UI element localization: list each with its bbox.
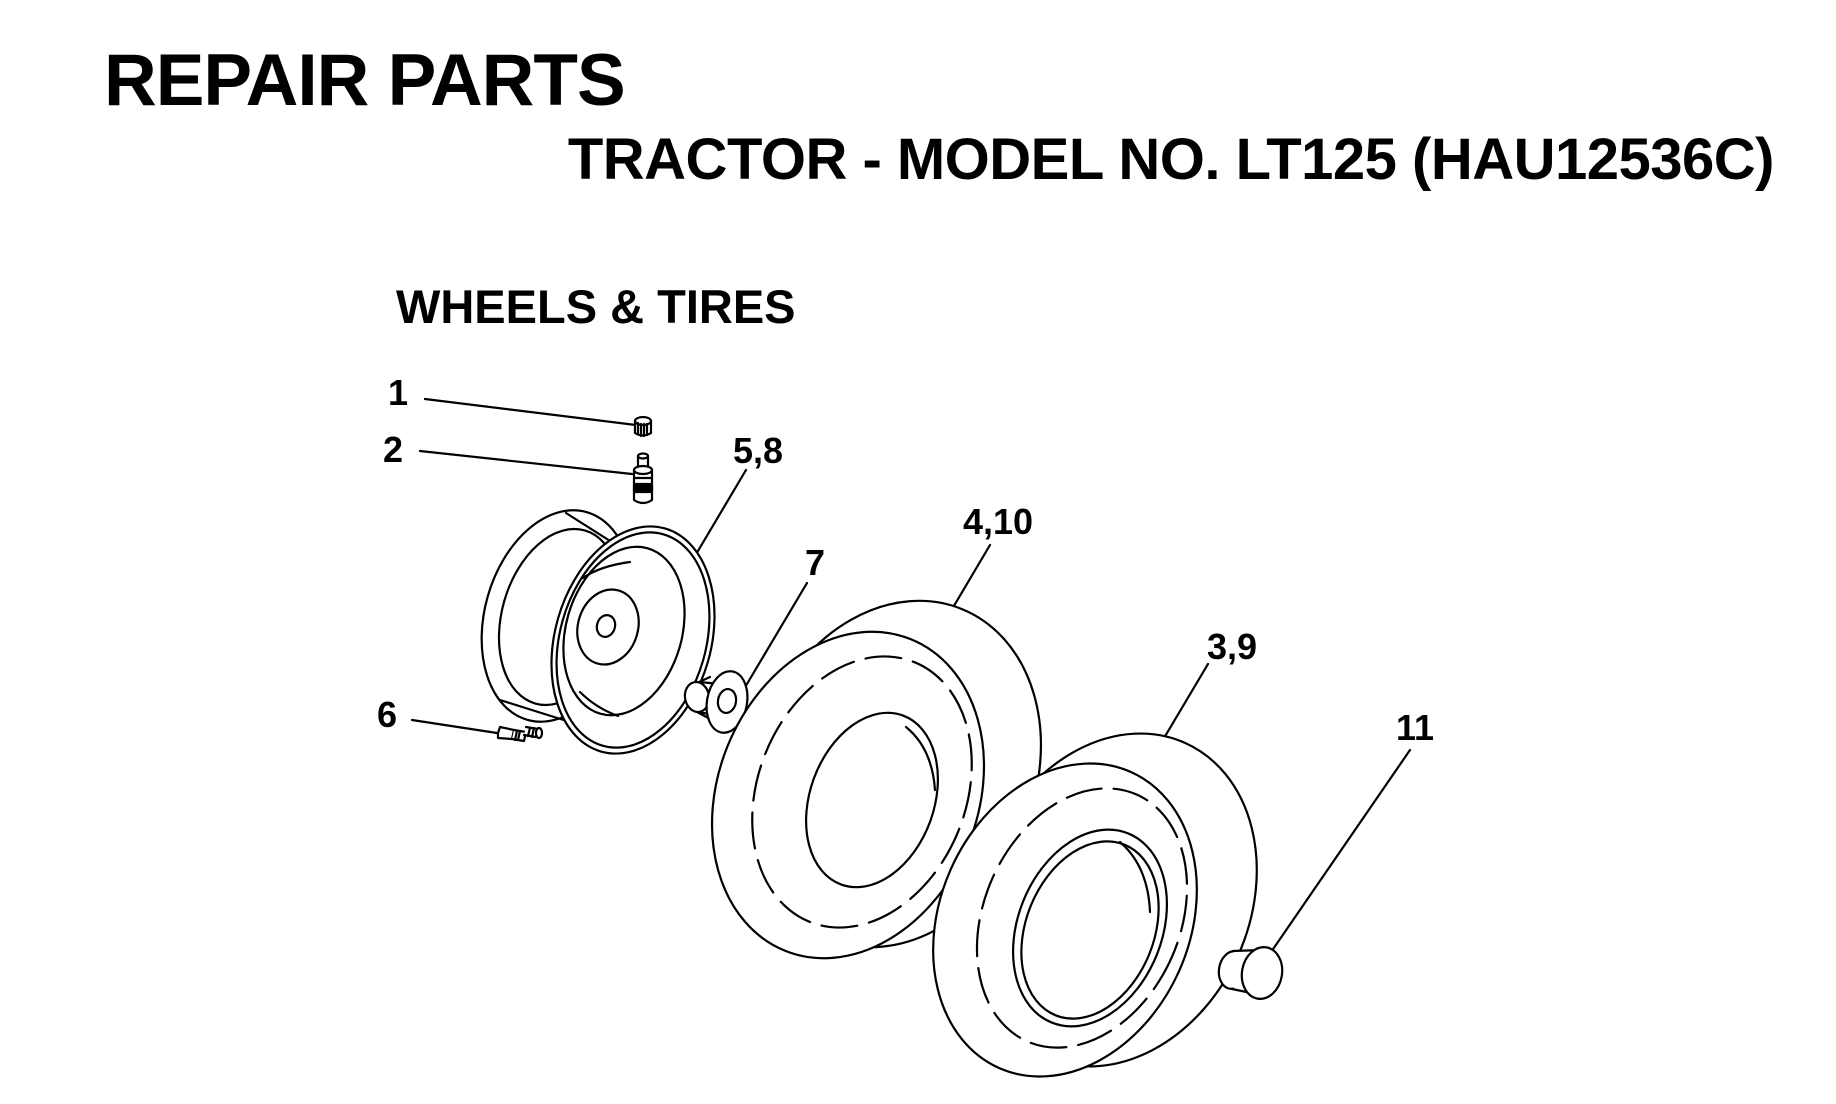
leader-line-11: [1267, 748, 1412, 957]
callout-2: 2: [383, 429, 403, 470]
leader-line-1: [423, 397, 638, 427]
bearing-bushing-icon: [683, 668, 753, 736]
callout-7: 7: [805, 542, 825, 583]
valve-stem-icon: [634, 454, 652, 504]
leader-line-6: [410, 718, 499, 735]
model-subtitle: TRACTOR - MODEL NO. LT125 (HAU12536C): [567, 127, 1775, 192]
callout-11: 11: [1396, 707, 1434, 748]
callout-1: 1: [388, 372, 408, 413]
callout-6: 6: [377, 694, 397, 735]
callout-4-10: 4,10: [963, 501, 1033, 542]
callout-labels: 1 2 5,8 7 4,10 3,9 11 6: [377, 372, 1434, 748]
page-title: REPAIR PARTS: [104, 40, 626, 121]
section-title: WHEELS & TIRES: [396, 280, 796, 333]
wheel-rim-icon: [458, 492, 740, 773]
leader-line-7: [742, 581, 809, 691]
grease-fitting-icon: [498, 727, 542, 741]
leader-line-2: [418, 449, 634, 476]
callout-5-8: 5,8: [733, 430, 783, 471]
hub-cap-icon: [1216, 944, 1286, 1002]
valve-cap-icon: [635, 417, 651, 436]
rear-tire-icon: [885, 688, 1308, 1104]
callout-3-9: 3,9: [1207, 626, 1257, 667]
